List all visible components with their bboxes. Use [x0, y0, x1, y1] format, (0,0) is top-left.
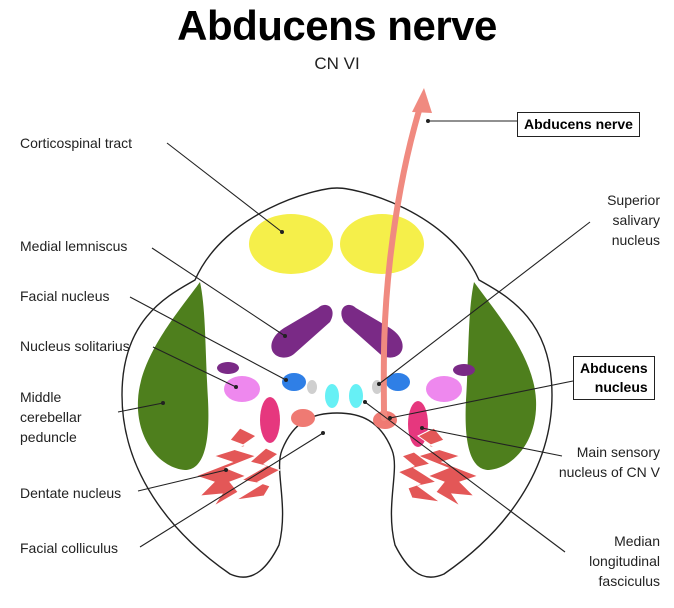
label-medial-lemniscus: Medial lemniscus [20, 238, 128, 254]
leader-dot-abducens-nucleus [388, 416, 392, 420]
label-abducens-nucleus-line-2: nucleus [594, 379, 648, 395]
abducens-nucleus-left [291, 409, 315, 427]
superior-salivary-nucleus-right [372, 380, 382, 394]
leader-dot-facial-nucleus [284, 378, 288, 382]
mlf-right [349, 384, 363, 408]
leader-dot-nucleus-solitarius [234, 385, 238, 389]
medial-lemniscus-left [271, 304, 333, 358]
label-middle-cerebellar-line-2: cerebellar [20, 409, 82, 425]
small-purple-nucleus-left [217, 362, 239, 374]
label-dentate-nucleus: Dentate nucleus [20, 485, 122, 501]
corticospinal-tract-left [249, 214, 333, 274]
leader-dentate [137, 469, 227, 492]
leader-lines [117, 120, 591, 553]
label-median-longitudinal-fasciculus: Median longitudinal fasciculus [589, 531, 660, 591]
leader-dot-facial-colliculus [321, 431, 325, 435]
leader-facial-colliculus [139, 432, 324, 548]
dentate-nucleus-right-inner [396, 451, 441, 503]
leader-abducens-nucleus [389, 380, 574, 419]
label-facial-nucleus: Facial nucleus [20, 288, 110, 304]
leader-main-sensory [421, 427, 563, 457]
label-mlf-line-2: longitudinal [589, 553, 660, 569]
label-abducens-nerve: Abducens nerve [517, 112, 640, 137]
dentate-nucleus-right-outer [416, 427, 480, 507]
label-mlf-line-3: fasciculus [598, 573, 660, 589]
label-main-sensory-line-2: nucleus of CN V [558, 464, 660, 480]
label-superior-salivary-nucleus: Superior salivary nucleus [607, 190, 660, 250]
label-superior-salivary-line-3: nucleus [611, 232, 660, 248]
leader-dot-middle-cerebellar [161, 401, 165, 405]
nucleus-solitarius-left [224, 376, 260, 402]
leader-dot-main-sensory [420, 426, 424, 430]
facial-nucleus-left [282, 373, 306, 391]
superior-salivary-nucleus-left [307, 380, 317, 394]
label-abducens-nucleus-line-1: Abducens [580, 360, 648, 376]
label-mlf-line-1: Median [614, 533, 660, 549]
leader-dot-dentate [224, 468, 228, 472]
leader-dot-abducens-nerve [426, 119, 430, 123]
leader-corticospinal [166, 142, 283, 233]
page-subtitle: CN VI [314, 54, 360, 73]
label-main-sensory-line-1: Main sensory [576, 444, 660, 460]
label-abducens-nucleus: Abducens nucleus [573, 356, 655, 400]
medial-lemniscus-right [341, 304, 403, 358]
label-middle-cerebellar-peduncle: Middle cerebellar peduncle [20, 387, 81, 447]
label-main-sensory-nucleus: Main sensory nucleus of CN V [559, 442, 660, 482]
abducens-nerve-arrowhead [412, 88, 432, 113]
middle-cerebellar-peduncle-right [465, 282, 537, 470]
dentate-nucleus-left-outer [194, 427, 258, 507]
label-middle-cerebellar-line-1: Middle [20, 389, 62, 405]
corticospinal-tract-right [340, 214, 424, 274]
label-corticospinal-tract: Corticospinal tract [20, 135, 133, 151]
mlf-left [325, 384, 339, 408]
leader-dot-corticospinal [280, 230, 284, 234]
leader-middle-cerebellar [117, 402, 164, 413]
leader-dot-medial-lemniscus [283, 334, 287, 338]
facial-nucleus-right [386, 373, 410, 391]
label-facial-colliculus: Facial colliculus [20, 540, 119, 556]
leader-superior-salivary [378, 221, 591, 385]
leader-nucleus-solitarius [152, 346, 237, 388]
page-title: Abducens nerve [177, 2, 497, 49]
label-superior-salivary-line-1: Superior [607, 192, 660, 208]
leader-medial-lemniscus [151, 247, 286, 337]
leader-facial-nucleus [129, 296, 287, 381]
nucleus-solitarius-right [426, 376, 462, 402]
label-nucleus-solitarius: Nucleus solitarius [20, 338, 130, 354]
leader-arrowheads [161, 119, 430, 472]
small-purple-nucleus-right [453, 364, 475, 376]
label-middle-cerebellar-line-3: peduncle [20, 429, 77, 445]
leader-mlf [364, 401, 566, 553]
label-superior-salivary-line-2: salivary [612, 212, 660, 228]
leader-dot-mlf [363, 400, 367, 404]
leader-dot-superior-salivary [377, 382, 381, 386]
abducens-nerve-fiber [380, 101, 424, 421]
main-sensory-nucleus-left [260, 397, 280, 443]
